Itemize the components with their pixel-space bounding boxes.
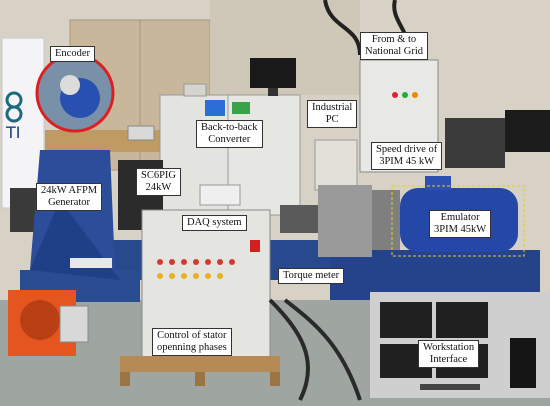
label-back-to-back-converter: Back-to-back Converter xyxy=(196,120,263,148)
label-workstation: Workstation Interface xyxy=(418,340,480,368)
gearbox xyxy=(318,185,372,257)
label-industrial-pc: Industrial PC xyxy=(307,100,358,128)
instrument xyxy=(127,125,155,141)
label-afpm-generator: 24kW AFPM Generator xyxy=(36,183,103,211)
label-stator-control: Control of stator openning phases xyxy=(152,328,232,356)
generator-nameplate xyxy=(70,258,112,268)
label-national-grid: From & to National Grid xyxy=(360,32,429,60)
pallet xyxy=(120,356,280,372)
industrial-pc-box xyxy=(314,139,358,191)
monitor xyxy=(250,58,296,88)
label-emulator: Emulator 3PIM 45kW xyxy=(429,210,492,238)
label-encoder: Encoder xyxy=(50,46,95,62)
floor-cables xyxy=(268,298,362,401)
emulator-outline xyxy=(391,185,525,257)
daq-box xyxy=(199,184,241,206)
monitor-right xyxy=(505,110,550,152)
converter-screen xyxy=(205,100,225,116)
poster xyxy=(1,37,45,209)
label-torque-meter: Torque meter xyxy=(278,268,345,284)
torque-meter-coupling xyxy=(280,205,320,233)
label-speed-drive: Speed drive of 3PIM 45 kW xyxy=(371,142,443,170)
emulator-base xyxy=(330,250,540,300)
poster-logo-text: TI xyxy=(5,123,21,142)
rack-equipment xyxy=(445,118,505,168)
label-sc6pig: SC6PIG 24kW xyxy=(136,168,182,196)
label-daq-system: DAQ system xyxy=(182,215,247,231)
